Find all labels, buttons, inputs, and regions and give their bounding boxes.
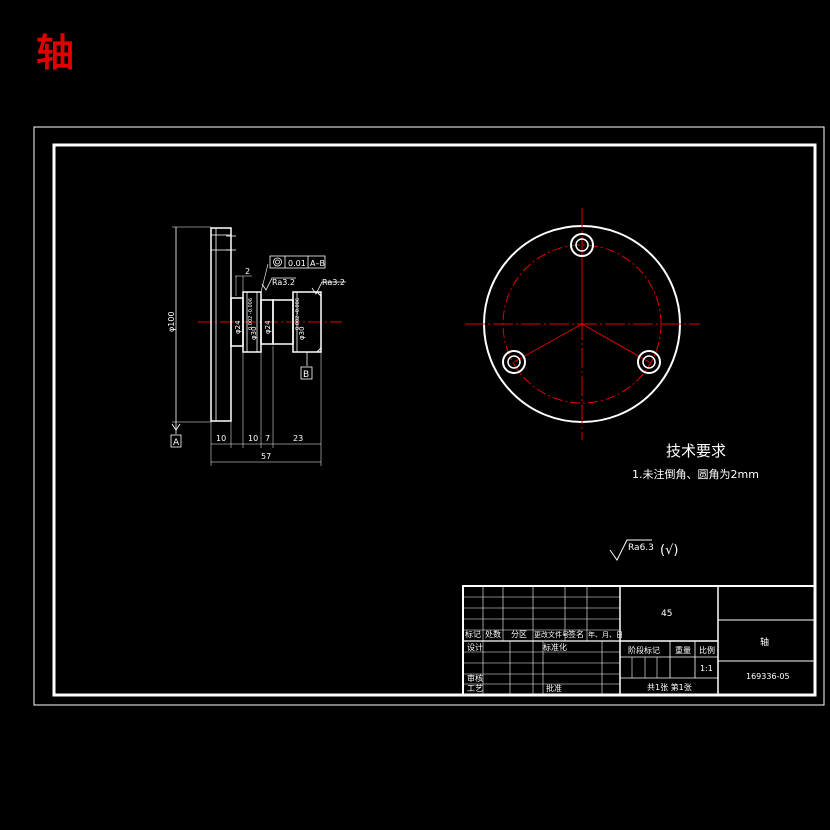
surface-finish-value: Ra6.3	[628, 543, 654, 553]
inner-frame	[52, 143, 817, 697]
tb-sheets: 共1张 第1张	[647, 682, 692, 692]
dim-phi100: φ100	[167, 311, 176, 332]
roughness-1: Ra3.2	[272, 278, 295, 287]
surface-finish-paren: (√)	[660, 543, 678, 558]
tb-part-name: 轴	[760, 636, 769, 648]
dim-23: 23	[293, 434, 303, 443]
tech-req-heading: 技术要求	[666, 442, 726, 460]
datum-a-label: A	[173, 438, 180, 448]
tb-drawing-no: 169336-05	[746, 672, 790, 681]
tb-design: 设计	[467, 642, 483, 652]
dim-10a: 10	[216, 434, 226, 443]
tb-ratio: 比例	[699, 645, 715, 655]
tb-material: 45	[661, 609, 672, 619]
dim-phi24-b: φ24	[264, 320, 272, 334]
outer-frame	[33, 126, 825, 706]
tech-req-item-1: 1.未注倒角、圆角为2mm	[632, 467, 759, 481]
tb-header-mark: 标记	[465, 629, 481, 639]
shaft-front-view	[465, 208, 700, 440]
tb-weight: 重量	[675, 645, 691, 655]
datum-b-label: B	[303, 370, 309, 380]
page-title: 轴	[36, 30, 75, 75]
gdt-value: 0.01	[288, 259, 306, 268]
dim-2: 2	[245, 267, 250, 276]
dim-phi30-a: φ30	[250, 326, 258, 340]
title-block: 标记 处数 分区 更改文件号 签名 年、月、日 设计 标准化 审核 工艺 批准 …	[462, 585, 816, 696]
tb-process: 工艺	[467, 684, 483, 693]
tb-header-date: 年、月、日	[588, 630, 623, 639]
tb-header-zone: 分区	[511, 630, 527, 639]
tb-header-sign: 签名	[568, 629, 584, 639]
dim-7: 7	[265, 434, 270, 443]
tb-approve: 批准	[546, 683, 562, 693]
dim-phi24-a: φ24	[234, 320, 242, 334]
shaft-side-view: φ100 A φ24 φ30 0.002 -0.006 φ24 φ30 0.00…	[167, 226, 346, 466]
dim-phi30-b: φ30	[298, 326, 306, 340]
tb-stage-mark: 阶段标记	[628, 645, 660, 655]
gdt-datum: A–B	[310, 259, 325, 268]
tb-review: 审核	[467, 673, 483, 683]
tol-a: 0.002 -0.006	[248, 298, 254, 330]
tol-c: 0.002 -0.006	[295, 298, 301, 330]
dim-57: 57	[261, 452, 271, 461]
dim-10b: 10	[248, 434, 258, 443]
roughness-2: Ra3.2	[322, 278, 345, 287]
surface-finish-symbol	[609, 539, 652, 561]
tb-header-count: 处数	[485, 629, 501, 639]
tb-scale: 1:1	[700, 664, 713, 673]
tb-header-doc: 更改文件号	[534, 630, 569, 639]
tb-standardize: 标准化	[543, 642, 567, 652]
